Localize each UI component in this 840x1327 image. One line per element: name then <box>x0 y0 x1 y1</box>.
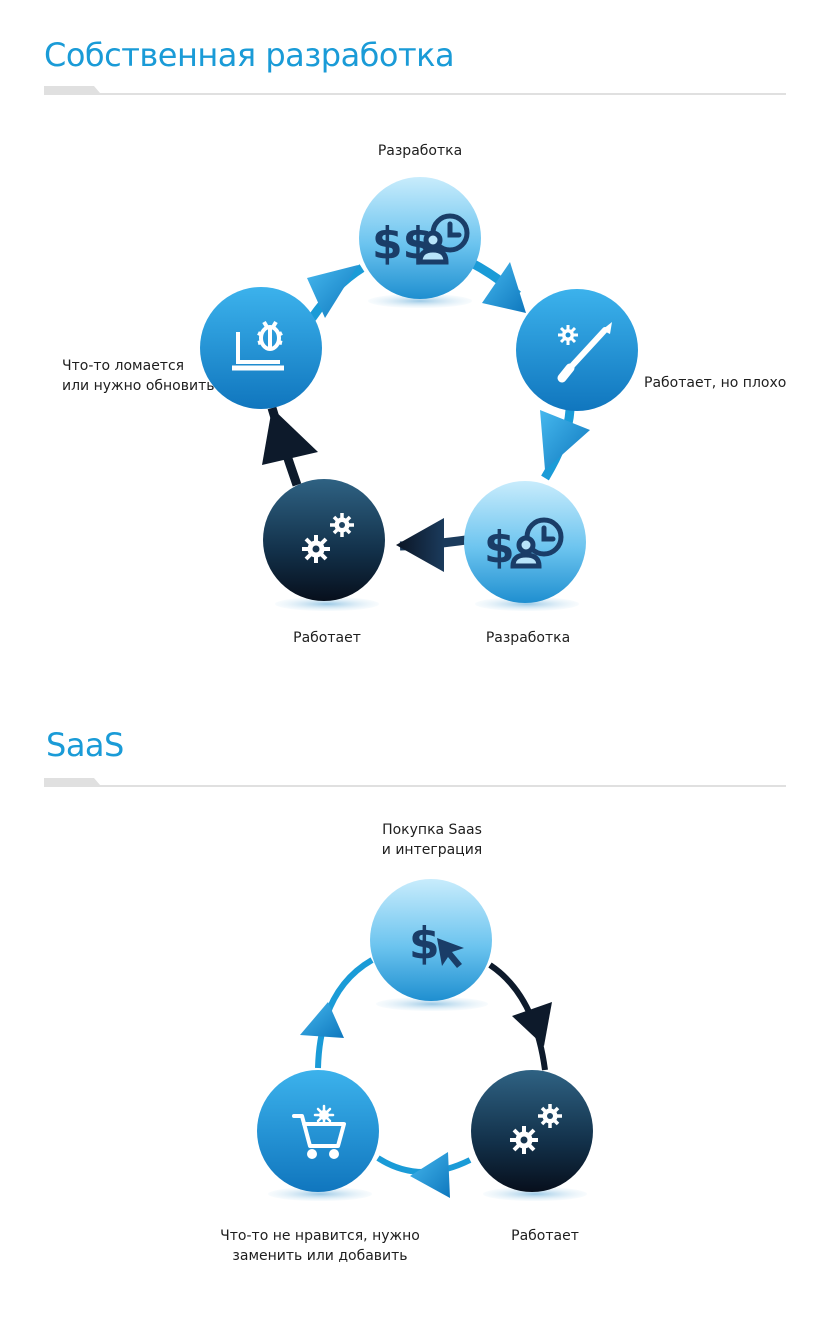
arrowhead-left <box>410 1152 450 1198</box>
cart-gear-icon <box>292 1104 346 1159</box>
gears-icon <box>302 513 354 563</box>
arrowhead-bottom-left <box>396 518 444 572</box>
arc-top-to-right <box>488 962 548 1071</box>
circle-works-badly <box>516 289 638 411</box>
arrowhead-down-right <box>512 1002 552 1046</box>
own-development-cycle-diagram: $$ $ <box>200 177 638 611</box>
shadow <box>275 597 379 611</box>
arrowhead-top-right <box>482 262 526 313</box>
label-development-top: Разработка <box>377 143 463 159</box>
shadow <box>475 597 579 611</box>
section-title-saas: SaaS <box>46 726 124 764</box>
label-works: Работает <box>293 630 361 646</box>
circle-something-breaks <box>200 287 322 409</box>
arrowhead-left-up <box>262 408 318 465</box>
label-buy-saas: Покупка Saas и интеграция <box>381 822 483 858</box>
section-divider <box>44 86 786 95</box>
label-development-bottom: Разработка <box>485 630 571 646</box>
shadow <box>268 1187 372 1201</box>
arc-left-to-top <box>315 957 374 1069</box>
circle-dislike-replace <box>257 1070 379 1192</box>
label-dislike-replace: Что-то не нравится, нужно заменить или д… <box>220 1228 420 1264</box>
circle-buy-saas <box>370 879 492 1001</box>
svg-text:$: $ <box>484 522 515 573</box>
section-divider <box>44 778 786 787</box>
saas-cycle-diagram: $ <box>257 879 593 1201</box>
circle-development-top <box>359 177 481 299</box>
arrowhead-left-top <box>307 265 358 318</box>
label-works-saas: Работает <box>511 1228 579 1244</box>
arrowhead-up <box>300 1002 344 1038</box>
money-person-clock-icon: $$ <box>372 213 470 269</box>
shadow <box>483 1187 587 1201</box>
section-title-own-development: Собственная разработка <box>44 36 455 74</box>
label-works-badly: Работает, но плохо <box>644 375 787 391</box>
dollar-cursor-icon: $ <box>409 918 464 969</box>
gears-icon <box>510 1104 562 1154</box>
laptop-bug-icon <box>232 320 284 371</box>
arrowhead-right-down <box>540 410 590 470</box>
money-person-clock-icon: $ <box>484 517 564 573</box>
shadow <box>368 294 472 308</box>
shadow <box>376 997 488 1011</box>
label-something-breaks: Что-то ломается или нужно обновить <box>62 358 215 394</box>
svg-text:$: $ <box>409 918 440 969</box>
screwdriver-gear-icon <box>557 322 612 383</box>
